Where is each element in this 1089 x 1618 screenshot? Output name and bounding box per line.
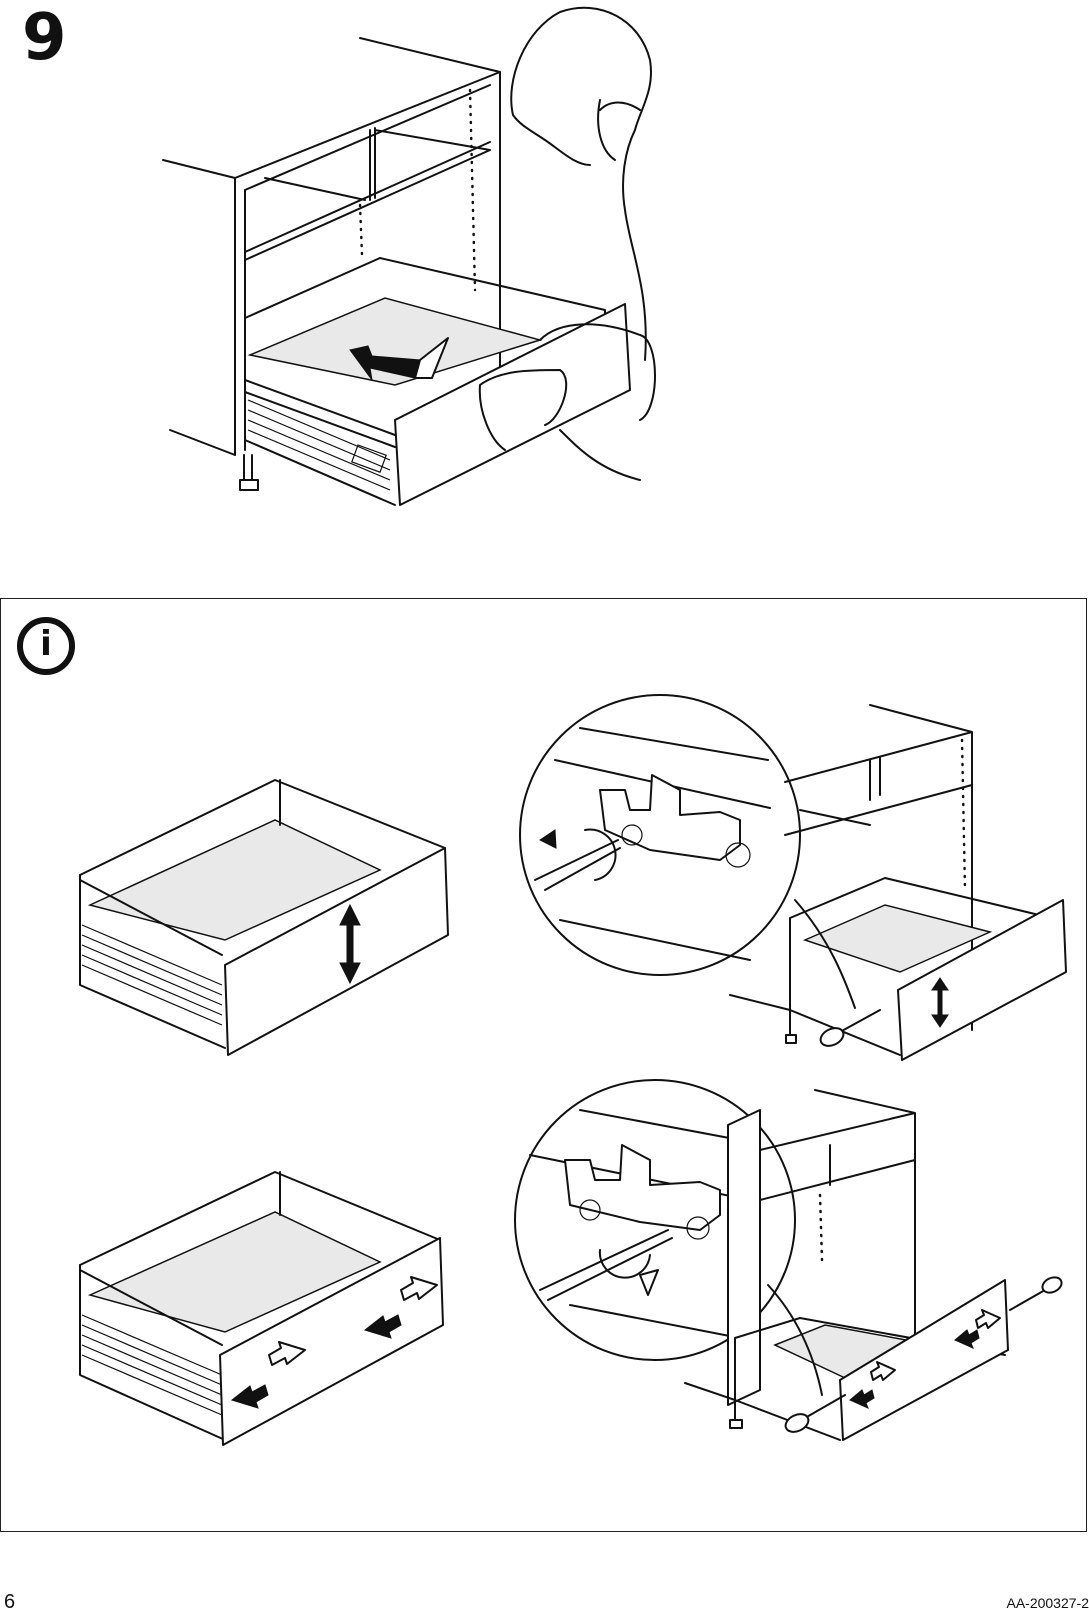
document-code: AA-200327-2 xyxy=(1006,1596,1089,1610)
detail-height-screw xyxy=(520,695,1066,1060)
detail-side-screw xyxy=(515,1080,1064,1440)
drawer-height-adjust xyxy=(80,780,448,1055)
page-number: 6 xyxy=(4,1592,15,1612)
drawer-side-adjust xyxy=(80,1172,443,1445)
